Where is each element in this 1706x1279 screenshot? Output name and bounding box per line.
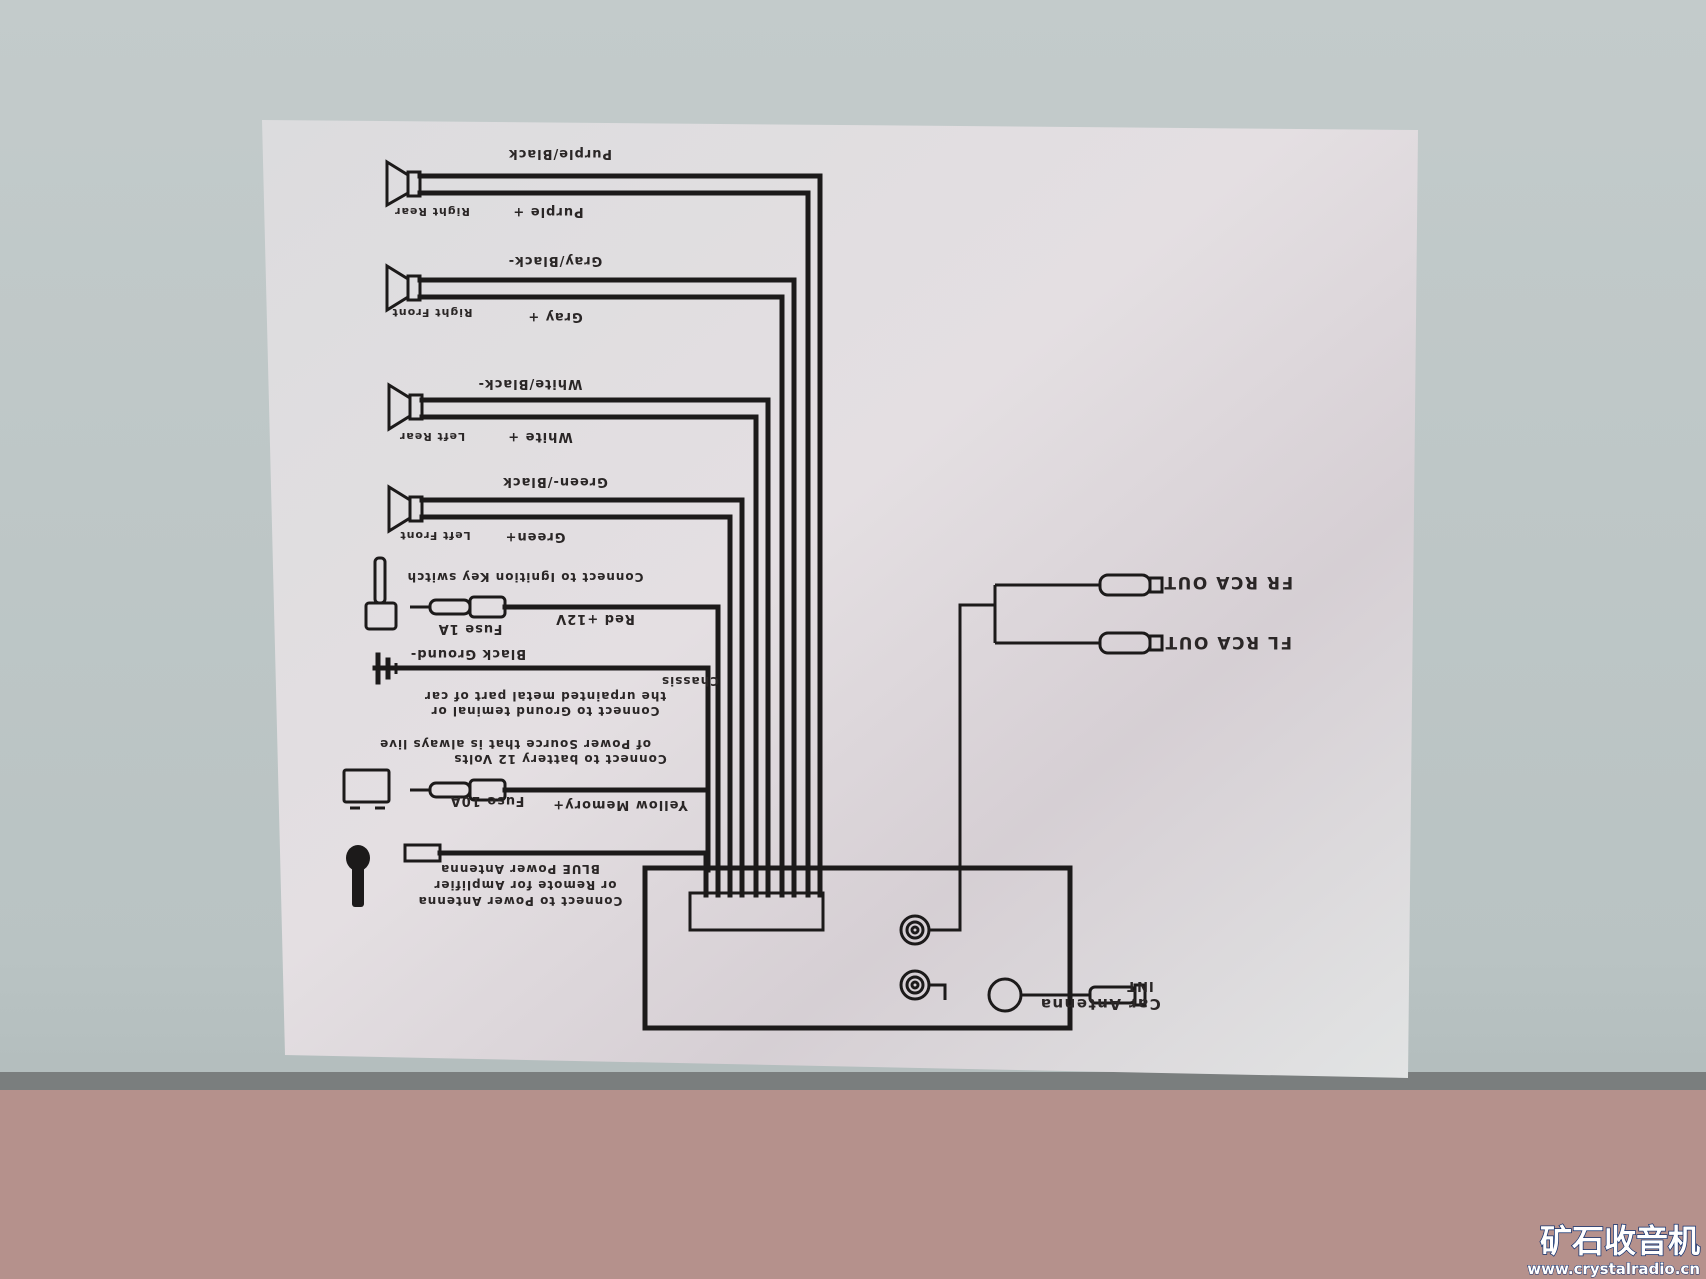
edge-strip (0, 1072, 1706, 1090)
watermark: 矿石收音机 www.crystalradio.cn (1527, 1221, 1701, 1278)
speaker-neg-label: Purple/Black (508, 146, 612, 161)
ground-wire-label: Black Ground- (410, 646, 526, 661)
speaker-pos-label: Purple + (512, 204, 583, 219)
speaker-neg-label: Gray/Black- (508, 253, 603, 268)
watermark-cn: 矿石收音机 (1540, 1222, 1700, 1260)
ground-note-line: Connect to Ground teminal or (431, 704, 660, 718)
speaker-icon (385, 263, 422, 313)
car-antenna-label: Car Antenna (1039, 995, 1160, 1013)
memory-note-line: of Power Source that is always live (379, 737, 651, 751)
memory-note-line: Connect to battery 12 Volts (453, 752, 666, 766)
labels: Purple/Black Purple + Right Rear Gray/Bl… (379, 146, 1293, 1013)
speaker-icon (385, 159, 422, 208)
pink-surface (0, 1080, 1706, 1279)
antenna-note-line: or Remote for Amplifier (433, 878, 616, 892)
speaker-position-label: Left Front (399, 529, 470, 542)
power-wires (372, 604, 721, 898)
speaker-position-label: Left Rear (399, 430, 465, 443)
antenna-note-line: Connect to Power Antenna (418, 894, 623, 908)
speaker-position-label: Right Rear (394, 205, 470, 218)
watermark-url: www.crystalradio.cn (1527, 1260, 1700, 1278)
speaker-pos-label: Green+ (505, 529, 566, 544)
diagram-sheet (262, 120, 1418, 1078)
speaker-pos-label: White + (507, 429, 573, 444)
fr-rca-label: FR RCA OUT (1163, 572, 1293, 592)
speaker-icons (385, 159, 424, 534)
fuse-1a-icon (410, 595, 507, 619)
speaker-position-label: Right Front (392, 306, 473, 319)
power-antenna-icon (346, 843, 442, 907)
fl-rca-label: FL RCA OUT (1164, 632, 1292, 652)
rca-wires (929, 573, 1164, 1007)
ground-note-line: Chassis (661, 674, 719, 688)
speaker-neg-label: Green-/Black (502, 474, 608, 489)
speaker-neg-label: White/Black- (478, 376, 583, 391)
ground-note-line: the urpainted metal part of car (424, 689, 666, 703)
antenna-note-line: BLUE Power Antenna (440, 862, 600, 876)
memory-wire-label: Yellow Memory+ (552, 797, 688, 812)
speaker-wires (417, 173, 823, 898)
ground-icon (375, 652, 398, 685)
speaker-pos-label: Gray + (527, 309, 582, 324)
speaker-icon (387, 382, 424, 432)
wiring-connector (688, 891, 825, 932)
ignition-wire-label: Red +12V (555, 611, 635, 626)
fuse-1a-label: Fuse 1A (438, 621, 503, 636)
fuse-10a-icon (410, 778, 507, 802)
battery-icon (342, 768, 391, 810)
speaker-icon (387, 484, 424, 534)
ignition-note: Connect to Ignition Key switch (407, 570, 644, 584)
fuse-10a-label: Fuse 10A (450, 793, 525, 808)
ignition-key-icon (364, 556, 398, 631)
int-label: INT (1126, 978, 1154, 993)
